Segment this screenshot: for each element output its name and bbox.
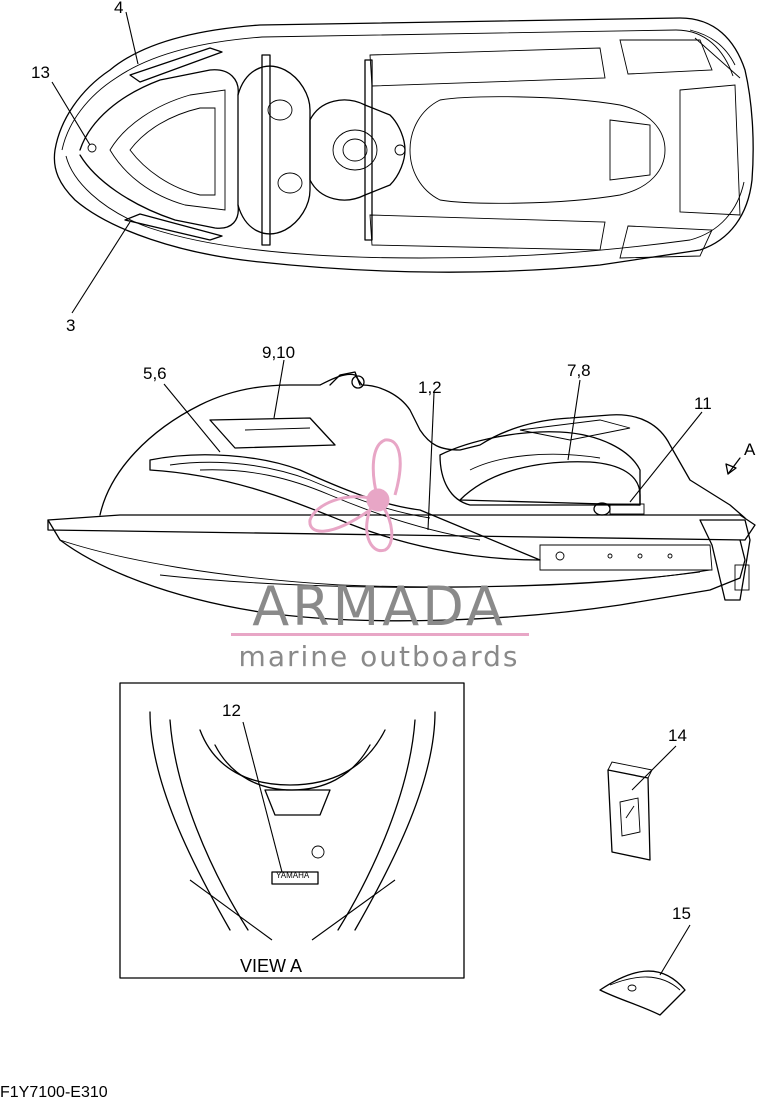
callout-1-2: 1,2 — [418, 378, 442, 397]
callout-4: 4 — [114, 0, 124, 17]
watermark-divider — [231, 633, 529, 636]
part-14-pouch — [607, 745, 677, 861]
top-leaders — [51, 11, 139, 314]
side-view-watercraft — [47, 371, 756, 622]
callout-5-6: 5,6 — [143, 364, 167, 383]
callout-3: 3 — [66, 316, 76, 335]
callout-9-10: 9,10 — [262, 343, 296, 362]
callout-11: 11 — [694, 394, 712, 413]
callout-view-a-arrow: A — [744, 440, 756, 459]
callout-13: 13 — [31, 63, 50, 82]
watermark-tagline: marine outboards — [238, 640, 520, 673]
top-view-watercraft — [53, 17, 754, 273]
callout-12: 12 — [222, 701, 241, 720]
view-a-label: VIEW A — [240, 956, 303, 976]
callout-15: 15 — [672, 904, 691, 923]
callout-7-8: 7,8 — [567, 361, 591, 380]
watermark-propeller-icon — [308, 438, 402, 553]
badge-text: YAMAHA — [276, 871, 310, 880]
watermark-brand: ARMADA — [252, 575, 506, 638]
side-leaders — [163, 359, 741, 531]
part-15-bag — [599, 924, 691, 1016]
part-code: F1Y7100-E310 — [0, 1084, 108, 1101]
callout-14: 14 — [668, 726, 687, 745]
view-a-panel — [119, 682, 465, 979]
